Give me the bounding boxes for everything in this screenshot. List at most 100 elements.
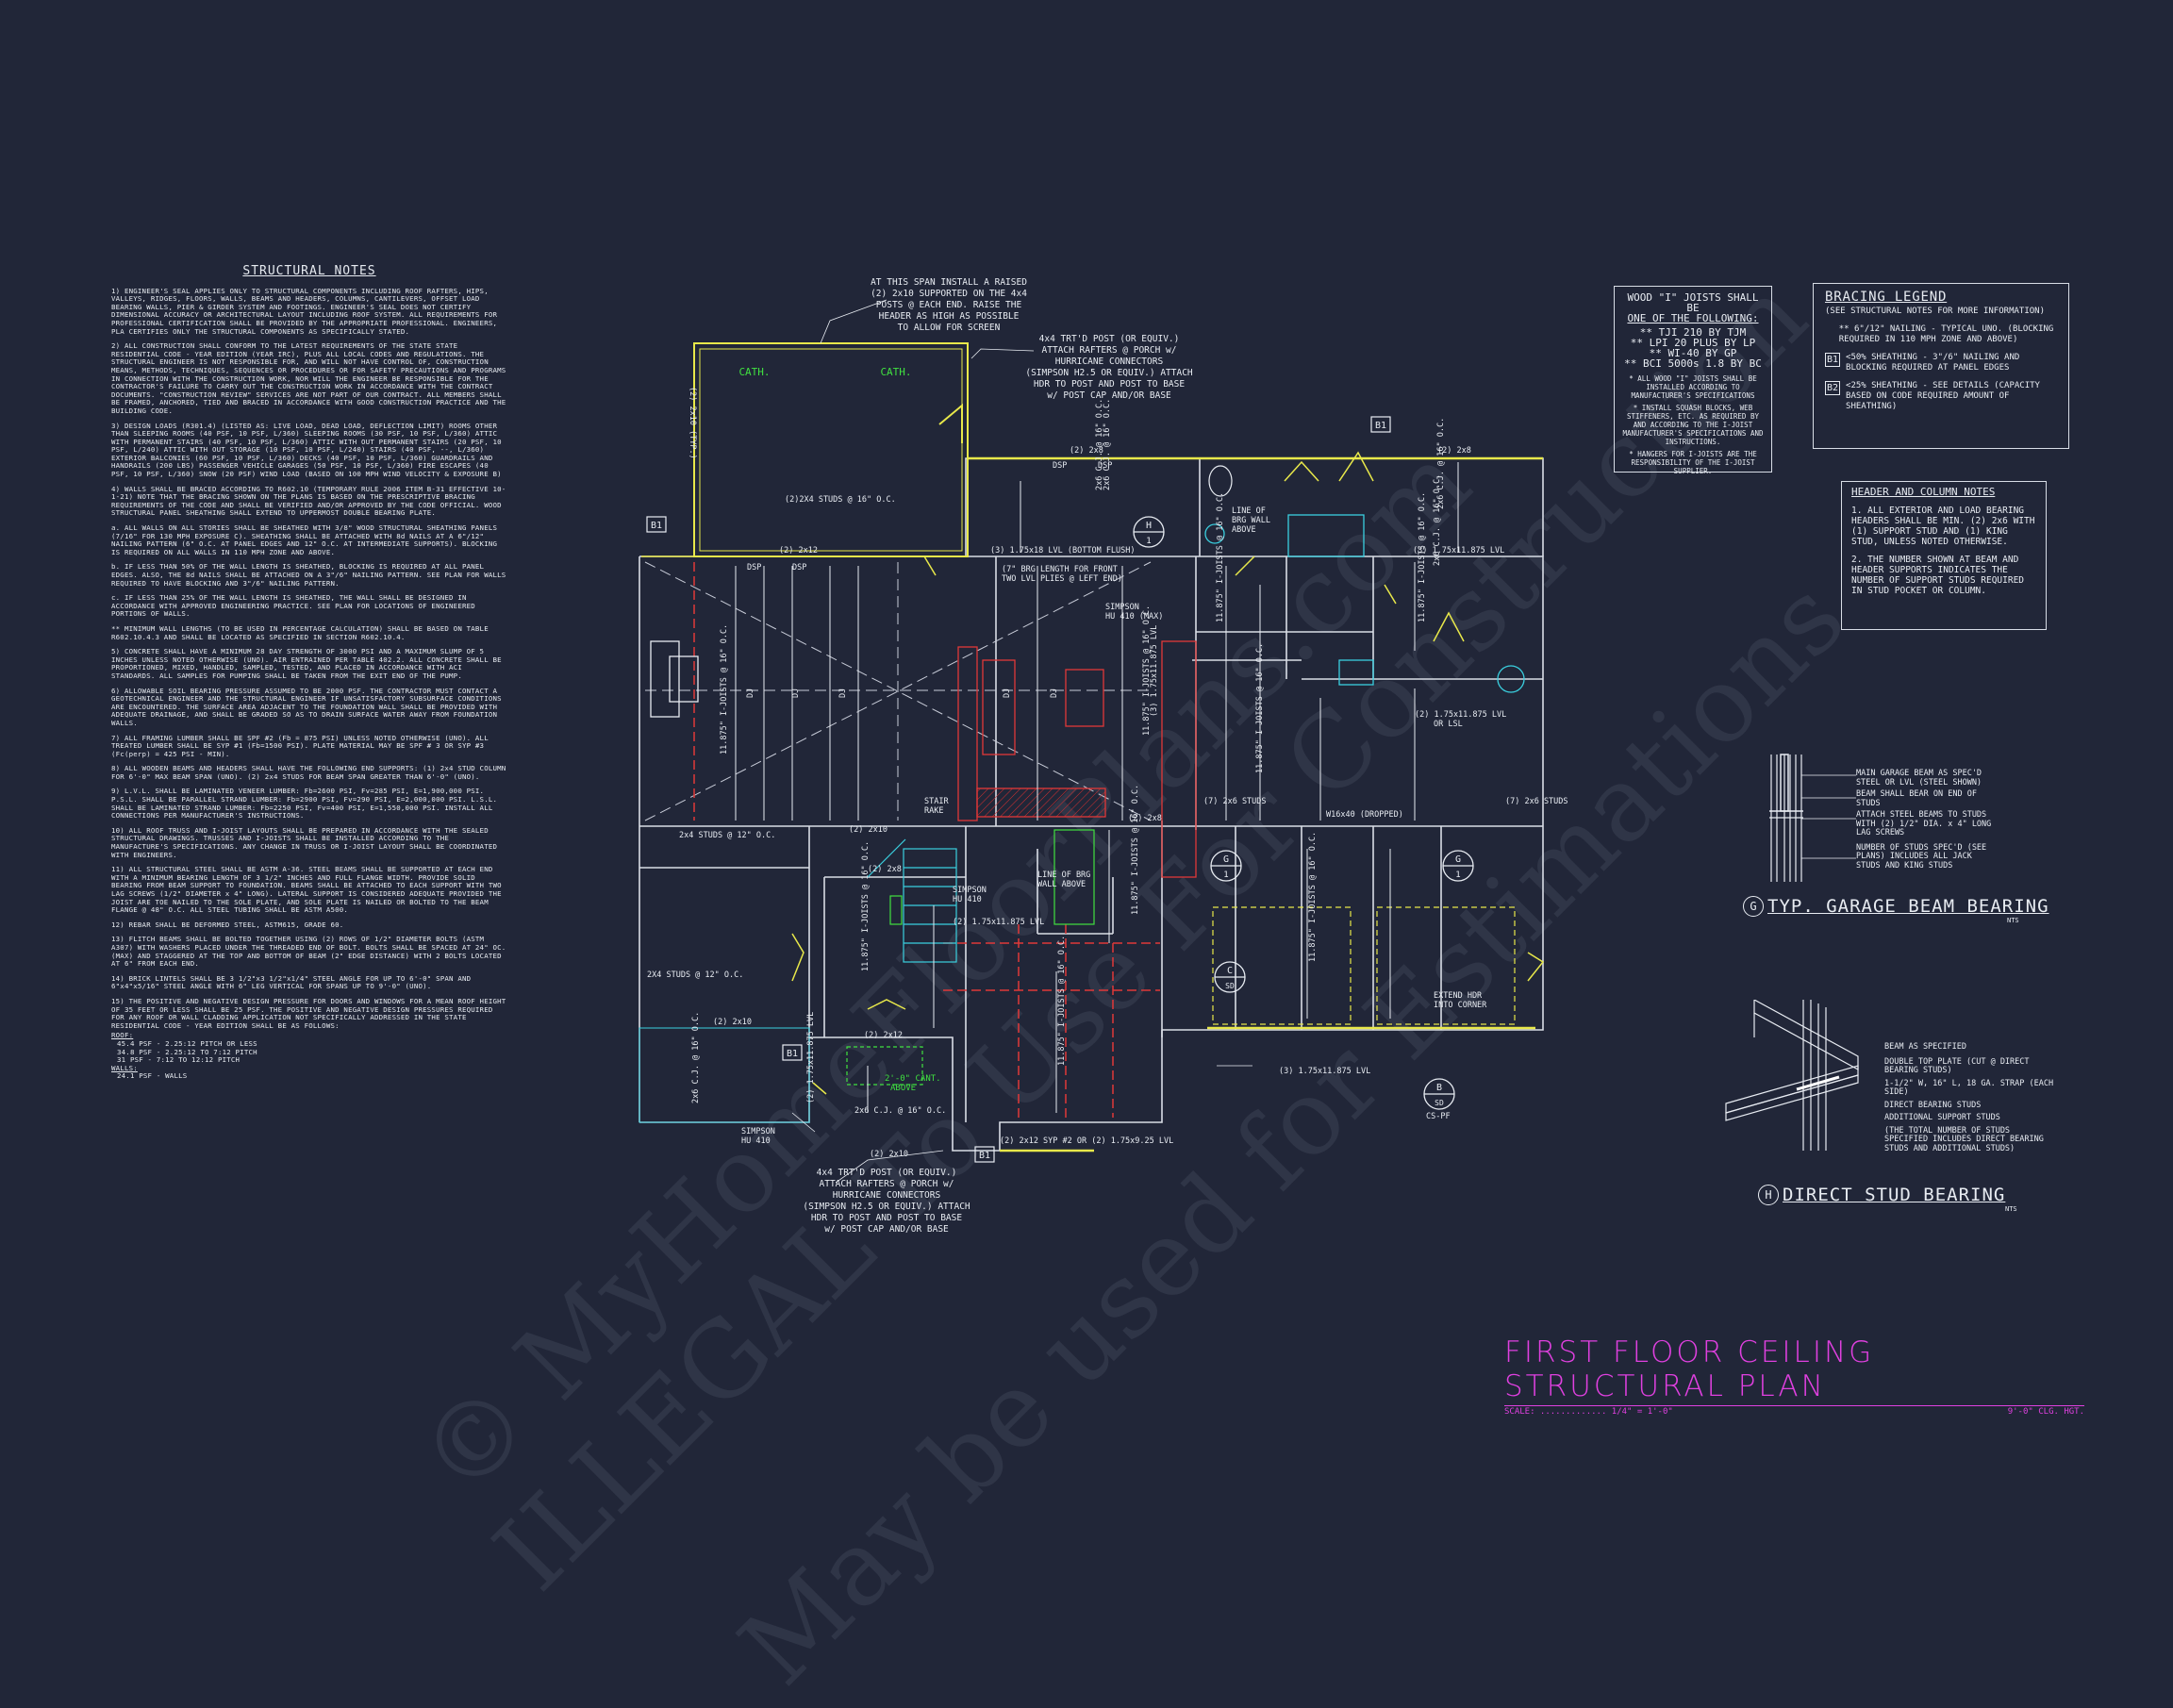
lbl-2x8-mid: (2) 2x8	[868, 865, 902, 874]
vault-diagonals	[644, 561, 1152, 821]
lbl-dj-4: DJ	[1003, 688, 1012, 698]
sec-g2-n: 1	[1455, 871, 1460, 880]
cath-label-1: CATH.	[738, 366, 770, 378]
roof-line-1: 45.4 PSF - 2.25:12 PITCH OR LESS	[117, 1038, 257, 1048]
structural-notes-title: STRUCTURAL NOTES	[242, 264, 376, 278]
lbl-2x8-mid2: (2) 2x8	[1128, 814, 1162, 823]
note-brg-length-1: (7" BRG LENGTH FOR FRONT	[1002, 565, 1118, 574]
lbl-lvl-bottom2: (3) 1.75x11.875 LVL	[1279, 1067, 1370, 1076]
lbl-2x6cj-d: 2x6 C.J. @ 16" O.C.	[1103, 399, 1112, 490]
sec-b: B	[1436, 1083, 1442, 1093]
green-cant	[846, 1046, 923, 1086]
member-labels: (2) 2x10 (TYP.) (2)2X4 STUDS @ 16" O.C. …	[647, 387, 1568, 1159]
note-line-brg-1: LINE OF	[1232, 506, 1266, 516]
lbl-lvl-right: (3) 1.75x11.875 LVL	[1413, 546, 1504, 556]
note-cant-2: ABOVE	[890, 1084, 916, 1093]
lbl-2x6-studs: (7) 2x6 STUDS	[1203, 797, 1267, 806]
note-span-screen: AT THIS SPAN INSTALL A RAISED (2) 2x10 S…	[871, 277, 1027, 333]
lbl-2x6cj-a: 2x6 C.J. @ 16" O.C.	[1095, 399, 1104, 490]
bracing-item-1-text: ** 6"/12" NAILING - TYPICAL UNO. (BLOCKI…	[1838, 324, 2054, 344]
detail-h-callout-2: DOUBLE TOP PLATE (CUT @ DIRECT BEARING S…	[1884, 1056, 2030, 1075]
header-note-2: 2. THE NUMBER SHOWN AT BEAM AND HEADER S…	[1851, 555, 2025, 596]
door-swings	[791, 451, 1545, 1095]
note-post-top-5: HDR TO POST AND POST TO BASE	[1034, 379, 1185, 390]
note-12: 12) REBAR SHALL BE DEFORMED STEEL, ASTM6…	[111, 920, 344, 929]
note-extend-hdr-1: EXTEND HDR	[1434, 991, 1483, 1001]
sec-g1: G	[1223, 854, 1229, 865]
detail-g-callout-1: MAIN GARAGE BEAM AS SPEC'D STEEL OR LVL …	[1856, 769, 1982, 788]
green-beam-stair	[889, 895, 903, 925]
lbl-2x12-syp: (2) 2x12 SYP #2 OR (2) 1.75x9.25 LVL	[1000, 1136, 1173, 1146]
detail-h-drawing	[1725, 1000, 1859, 1151]
fireplace	[650, 640, 699, 718]
lbl-lvl-left: (2) 1.75x11.875 LVL	[806, 1012, 816, 1103]
header-column-notes: HEADER AND COLUMN NOTES 1. ALL EXTERIOR …	[1841, 481, 2047, 630]
b1-tag-a: B1	[651, 521, 662, 531]
lbl-dsp-3: DSP	[1053, 461, 1067, 471]
bath-fixtures	[1204, 514, 1525, 693]
lbl-dj-3: DJ	[838, 688, 848, 698]
plan-title-block: FIRST FLOOR CEILING STRUCTURAL PLAN SCAL…	[1504, 1335, 2084, 1417]
detail-h-tag: H	[1758, 1185, 1779, 1205]
lbl-2x10-a: (2) 2x10	[849, 825, 887, 835]
b1-tag-d: B1	[979, 1151, 990, 1161]
note-15: 15) THE POSITIVE AND NEGATIVE DESIGN PRE…	[111, 996, 506, 1030]
lbl-2x6cj-c: 2x6 C.J. @ 16" O.C.	[1433, 474, 1442, 566]
red-beams	[693, 562, 1160, 1118]
detail-h-callout-4: DIRECT BEARING STUDS	[1884, 1100, 1982, 1110]
note-span-screen-2: (2) 2x10 SUPPORTED ON THE 4x4	[871, 289, 1027, 299]
b1-tag-b: B1	[1375, 421, 1386, 431]
note-4c: c. IF LESS THAN 25% OF THE WALL LENGTH I…	[111, 593, 475, 619]
plan-ceiling-height: 9'-0" CLG. HGT.	[2007, 1407, 2084, 1417]
note-post-bottom-4: (SIMPSON H2.5 OR EQUIV.) ATTACH	[803, 1202, 970, 1212]
section-bubbles	[1133, 516, 1474, 1110]
b1-tag-boxes	[646, 416, 1391, 1163]
ijoist-item-2: ** LPI 20 PLUS BY LP	[1630, 337, 1756, 349]
note-span-screen-1: AT THIS SPAN INSTALL A RAISED	[871, 277, 1027, 288]
lbl-2x12: (2) 2x12	[779, 546, 818, 556]
note-lsl-1: (2) 1.75x11.875 LVL	[1415, 710, 1506, 720]
roof-line-2: 34.8 PSF - 2.25:12 TO 7:12 PITCH	[117, 1047, 257, 1056]
detail-g-leaders	[1801, 774, 1856, 859]
note-post-top-3: HURRICANE CONNECTORS	[1055, 357, 1164, 367]
ijoist-line-1: WOOD "I" JOISTS SHALL BE	[1627, 291, 1759, 314]
header-note-1: 1. ALL EXTERIOR AND LOAD BEARING HEADERS…	[1851, 506, 2035, 547]
lbl-ij-9: 11.875" I-JOISTS @ 16" O.C.	[1308, 832, 1318, 962]
note-5: 5) CONCRETE SHALL HAVE A MINIMUM 28 DAY …	[111, 647, 502, 680]
note-14: 14) BRICK LINTELS SHALL BE 3 1/2"x3 1/2"…	[111, 973, 472, 991]
lbl-2x10-typ: (2) 2x10 (TYP.)	[688, 387, 697, 459]
note-post-top-2: ATTACH RAFTERS @ PORCH w/	[1042, 345, 1177, 356]
bracing-legend: BRACING LEGEND (SEE STRUCTURAL NOTES FOR…	[1813, 283, 2069, 449]
lbl-2x8-top2: (2) 2x8	[1437, 446, 1471, 456]
sec-g2: G	[1455, 854, 1461, 865]
lbl-dj-2: DJ	[791, 688, 801, 698]
lbl-2x6cj-f: 2x6 C.J. @ 16" O.C.	[854, 1106, 946, 1116]
lbl-2x12-b: (2) 2x12	[864, 1031, 903, 1040]
floor-plan: H 1 G 1 G 1 C SD B SD B1 B1 B1 B1 CATH. …	[639, 277, 1568, 1235]
plan-title-subline: SCALE: ............. 1/4" = 1'-0" 9'-0" …	[1504, 1405, 2084, 1417]
cyan-porch-left	[639, 1027, 810, 1123]
note-post-top-6: w/ POST CAP AND/OR BASE	[1047, 390, 1171, 401]
note-line-brg-3: ABOVE	[1232, 525, 1256, 535]
lbl-2x8-top: (2) 2x8	[1070, 446, 1103, 456]
lbl-dj-5: DJ	[1050, 688, 1059, 698]
sec-c-n: SD	[1225, 982, 1235, 990]
bracing-legend-title: BRACING LEGEND	[1825, 290, 1948, 305]
lbl-2x6cj-e: 2x6 C.J. @ 16" O.C.	[691, 1012, 701, 1103]
lbl-2x6-studs2: (7) 2x6 STUDS	[1505, 797, 1568, 806]
note-1: 1) ENGINEER'S SEAL APPLIES ONLY TO STRUC…	[111, 286, 498, 336]
lbl-2x10-c: (2) 2x10	[870, 1150, 908, 1159]
lbl-2x4-studs-16: (2)2X4 STUDS @ 16" O.C.	[785, 495, 896, 505]
screened-porch	[693, 342, 969, 557]
header-notes-title: HEADER AND COLUMN NOTES	[1851, 486, 1996, 498]
note-4a: a. ALL WALLS ON ALL STORIES SHALL BE SHE…	[111, 523, 498, 556]
ijoist-item-1: ** TJI 210 BY TJM	[1639, 326, 1747, 339]
detail-g-callout-3: ATTACH STEEL BEAMS TO STUDS WITH (2) 1/2…	[1856, 810, 1992, 837]
lbl-lvl-stair: (2) 1.75x11.875 LVL	[953, 918, 1044, 927]
detail-h-callout-5: ADDITIONAL SUPPORT STUDS	[1884, 1113, 2000, 1122]
note-post-bottom-5: HDR TO POST AND POST TO BASE	[811, 1213, 962, 1223]
note-line-brg-2: BRG WALL	[1232, 516, 1270, 525]
detail-h-nts: NTS	[2005, 1205, 2017, 1213]
sec-b-n: SD	[1435, 1099, 1444, 1107]
detail-g-nts: NTS	[2007, 917, 2019, 924]
